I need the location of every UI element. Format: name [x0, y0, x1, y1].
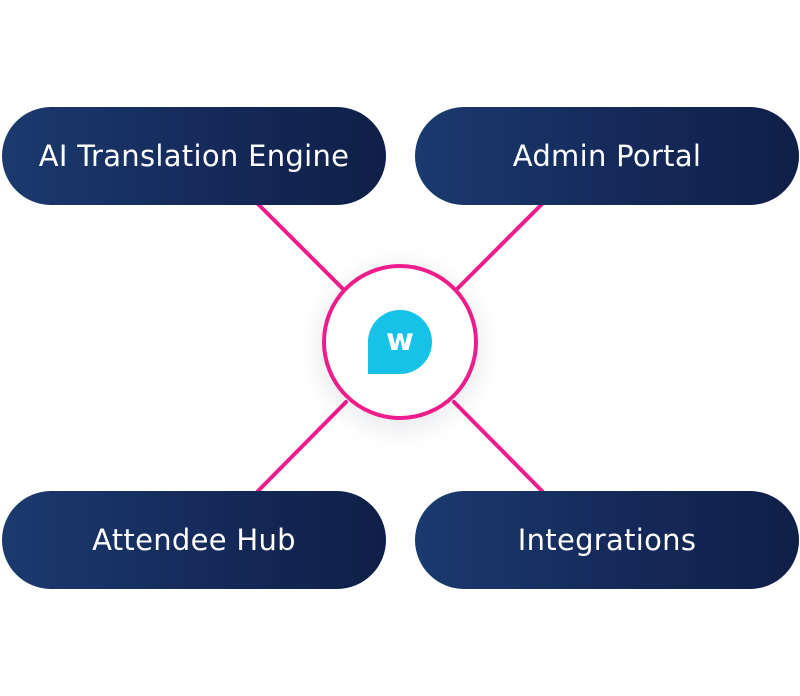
node-label: Integrations	[517, 523, 697, 557]
connector-top-right	[452, 202, 544, 294]
node-attendee-hub[interactable]: Attendee Hub	[2, 491, 386, 589]
connector-bottom-right	[452, 400, 544, 493]
logo-letter: w	[386, 322, 414, 358]
connector-bottom-left	[256, 400, 348, 493]
hub-circle: w	[322, 264, 478, 420]
node-label: Attendee Hub	[92, 523, 296, 557]
logo-bubble-shape	[368, 310, 432, 374]
connector-top-left	[256, 202, 348, 294]
node-label: AI Translation Engine	[38, 139, 350, 173]
node-integrations[interactable]: Integrations	[415, 491, 799, 589]
node-label: Admin Portal	[512, 139, 702, 173]
node-admin-portal[interactable]: Admin Portal	[415, 107, 799, 205]
node-ai-translation-engine[interactable]: AI Translation Engine	[2, 107, 386, 205]
speech-bubble-logo-icon: w	[366, 308, 434, 376]
